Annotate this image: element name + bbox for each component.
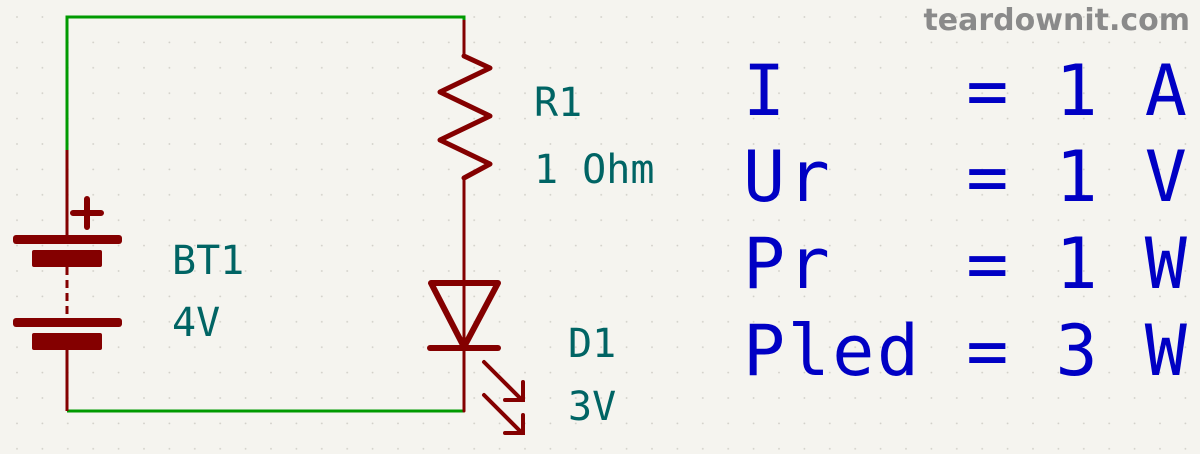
led-d1-symbol [427,280,525,435]
light-emission-arrows-icon [482,360,525,435]
wire-top [65,15,466,150]
battery-value-label: 4V [172,300,220,346]
led-value-label: 3V [568,384,616,430]
led-ref-label: D1 [568,321,616,367]
resistor-value-label: 1 Ohm [534,147,654,193]
equation-resistor-power: Pr = 1 W [743,223,1189,305]
wires [65,15,466,413]
resistor-r1-symbol [437,20,493,282]
battery-ref-label: BT1 [172,238,244,284]
battery-bt1-symbol [13,150,122,411]
plus-icon [70,196,104,230]
equation-led-power: Pled = 3 W [743,310,1189,392]
equation-current: I = 1 A [743,50,1189,132]
equations: I = 1 A Ur = 1 V Pr = 1 W Pled = 3 W [743,50,1189,392]
watermark: teardownit.com [923,3,1190,38]
equation-resistor-voltage: Ur = 1 V [743,136,1189,218]
resistor-ref-label: R1 [534,80,582,126]
